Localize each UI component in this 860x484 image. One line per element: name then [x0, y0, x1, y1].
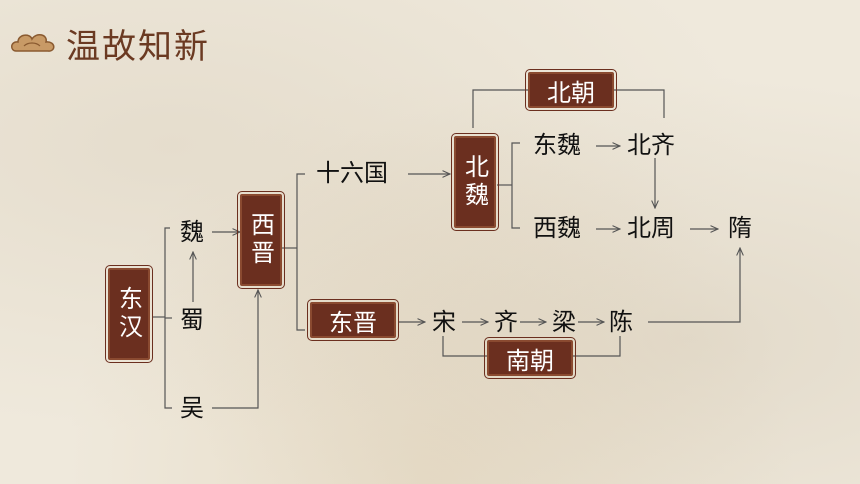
- node-dongwei: 东魏: [533, 131, 581, 159]
- title-bar: 温故知新: [10, 18, 210, 68]
- node-shiliuguo: 十六国: [316, 159, 388, 187]
- node-beichao: 北朝: [525, 69, 617, 111]
- node-donghan: 东汉: [105, 265, 153, 363]
- node-shu: 蜀: [180, 306, 204, 334]
- node-qi: 齐: [494, 308, 518, 336]
- node-liang: 梁: [552, 308, 576, 336]
- node-beizhou: 北周: [627, 214, 675, 242]
- node-beiwei: 北魏: [451, 133, 499, 231]
- cloud-icon: [10, 29, 58, 57]
- page-title: 温故知新: [66, 26, 210, 67]
- node-xijin: 西晋: [237, 191, 285, 289]
- node-song: 宋: [432, 308, 456, 336]
- node-wei: 魏: [180, 218, 204, 246]
- node-sui: 隋: [728, 214, 752, 242]
- node-nanchao: 南朝: [484, 337, 576, 379]
- node-chen: 陈: [609, 308, 633, 336]
- node-xiwei: 西魏: [533, 214, 581, 242]
- node-beiqi: 北齐: [627, 131, 675, 159]
- node-wu: 吴: [180, 394, 204, 422]
- node-dongjin: 东晋: [307, 299, 399, 341]
